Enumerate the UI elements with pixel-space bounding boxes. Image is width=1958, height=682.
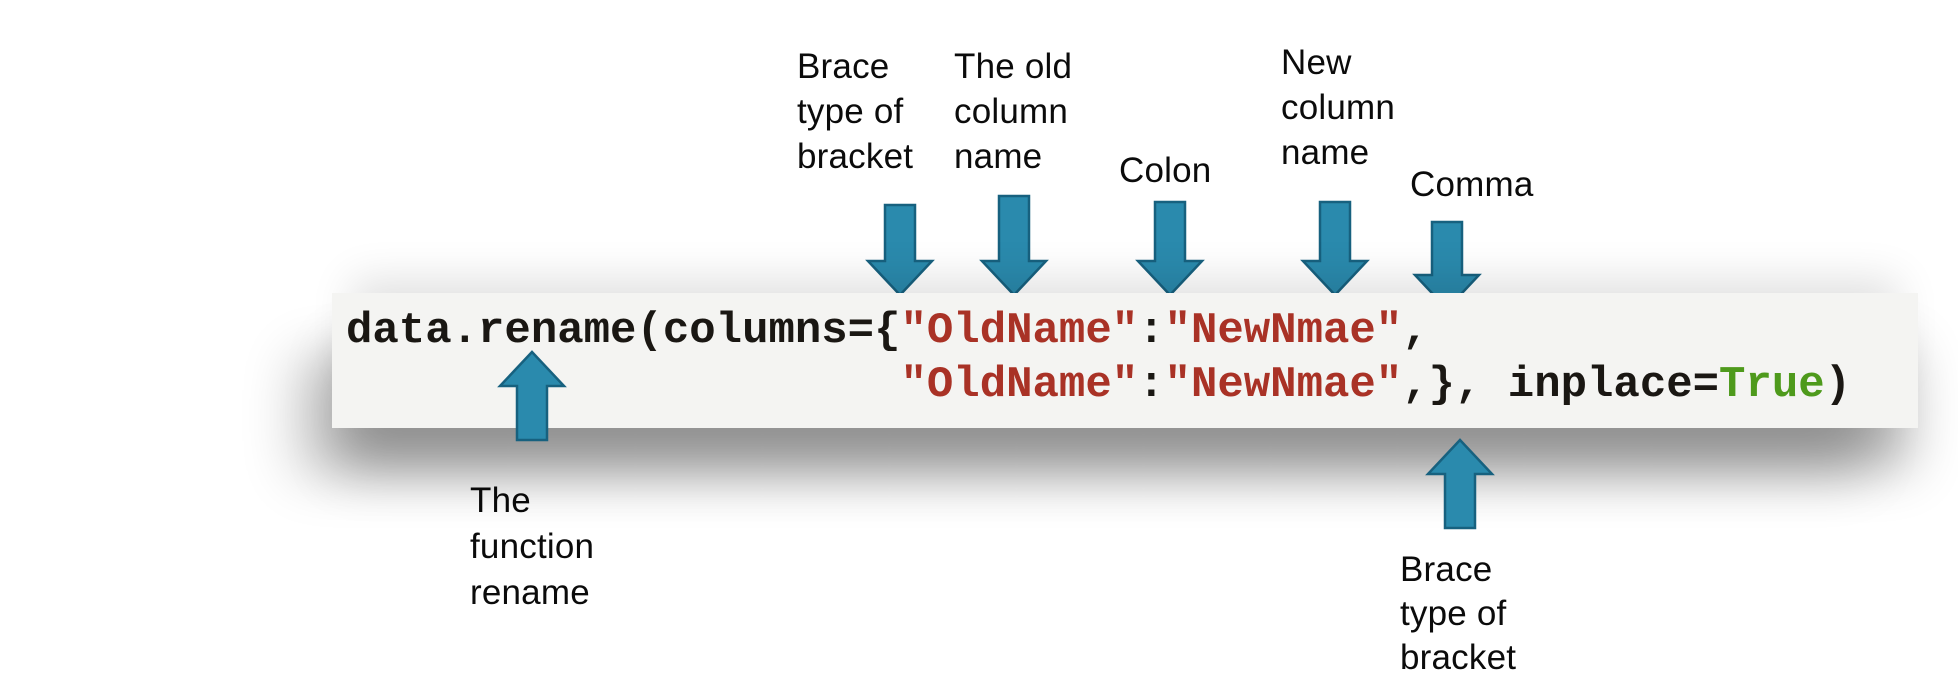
arrow-down-new-name-icon (1300, 200, 1370, 297)
code-segment-string: "NewNmae" (1164, 360, 1403, 410)
arrow-down-brace-icon (865, 203, 935, 297)
arrow-down-old-name-icon (979, 194, 1049, 297)
arrow-up-rename-icon (497, 350, 567, 442)
code-segment-plain (346, 360, 901, 410)
code-segment-plain: ,}, inplace= (1402, 360, 1720, 410)
code-segment-plain: data.rename(columns={ (346, 306, 901, 356)
code-segment-plain: : (1138, 306, 1165, 356)
code-segment-string: "OldName" (900, 306, 1139, 356)
code-segment-string: "NewNmae" (1164, 306, 1403, 356)
code-block: data.rename(columns={"OldName":"NewNmae"… (332, 293, 1918, 428)
label-brace-type-top: Brace type of bracket (797, 47, 914, 176)
label-old-column-name: The old column name (954, 47, 1073, 176)
code-segment-plain: , (1402, 306, 1429, 356)
arrow-down-colon-icon (1135, 200, 1205, 297)
code-segment-string: "OldName" (900, 360, 1139, 410)
label-comma: Comma (1410, 165, 1534, 204)
arrow-up-brace-icon (1425, 438, 1495, 530)
code-segment-plain: ) (1824, 360, 1852, 410)
code-segment-plain: : (1138, 360, 1165, 410)
label-colon: Colon (1119, 151, 1212, 190)
label-brace-type-bottom: Brace type of bracket (1400, 550, 1517, 677)
code-line-1: data.rename(columns={"OldName":"NewNmae"… (346, 304, 1918, 358)
label-new-column-name: New column name (1281, 43, 1396, 172)
code-segment-keyword: True (1719, 360, 1825, 410)
label-function-rename: The function rename (470, 481, 595, 612)
code-line-2: "OldName":"NewNmae",}, inplace=True) (346, 358, 1918, 412)
arrow-down-comma-icon (1412, 220, 1482, 311)
